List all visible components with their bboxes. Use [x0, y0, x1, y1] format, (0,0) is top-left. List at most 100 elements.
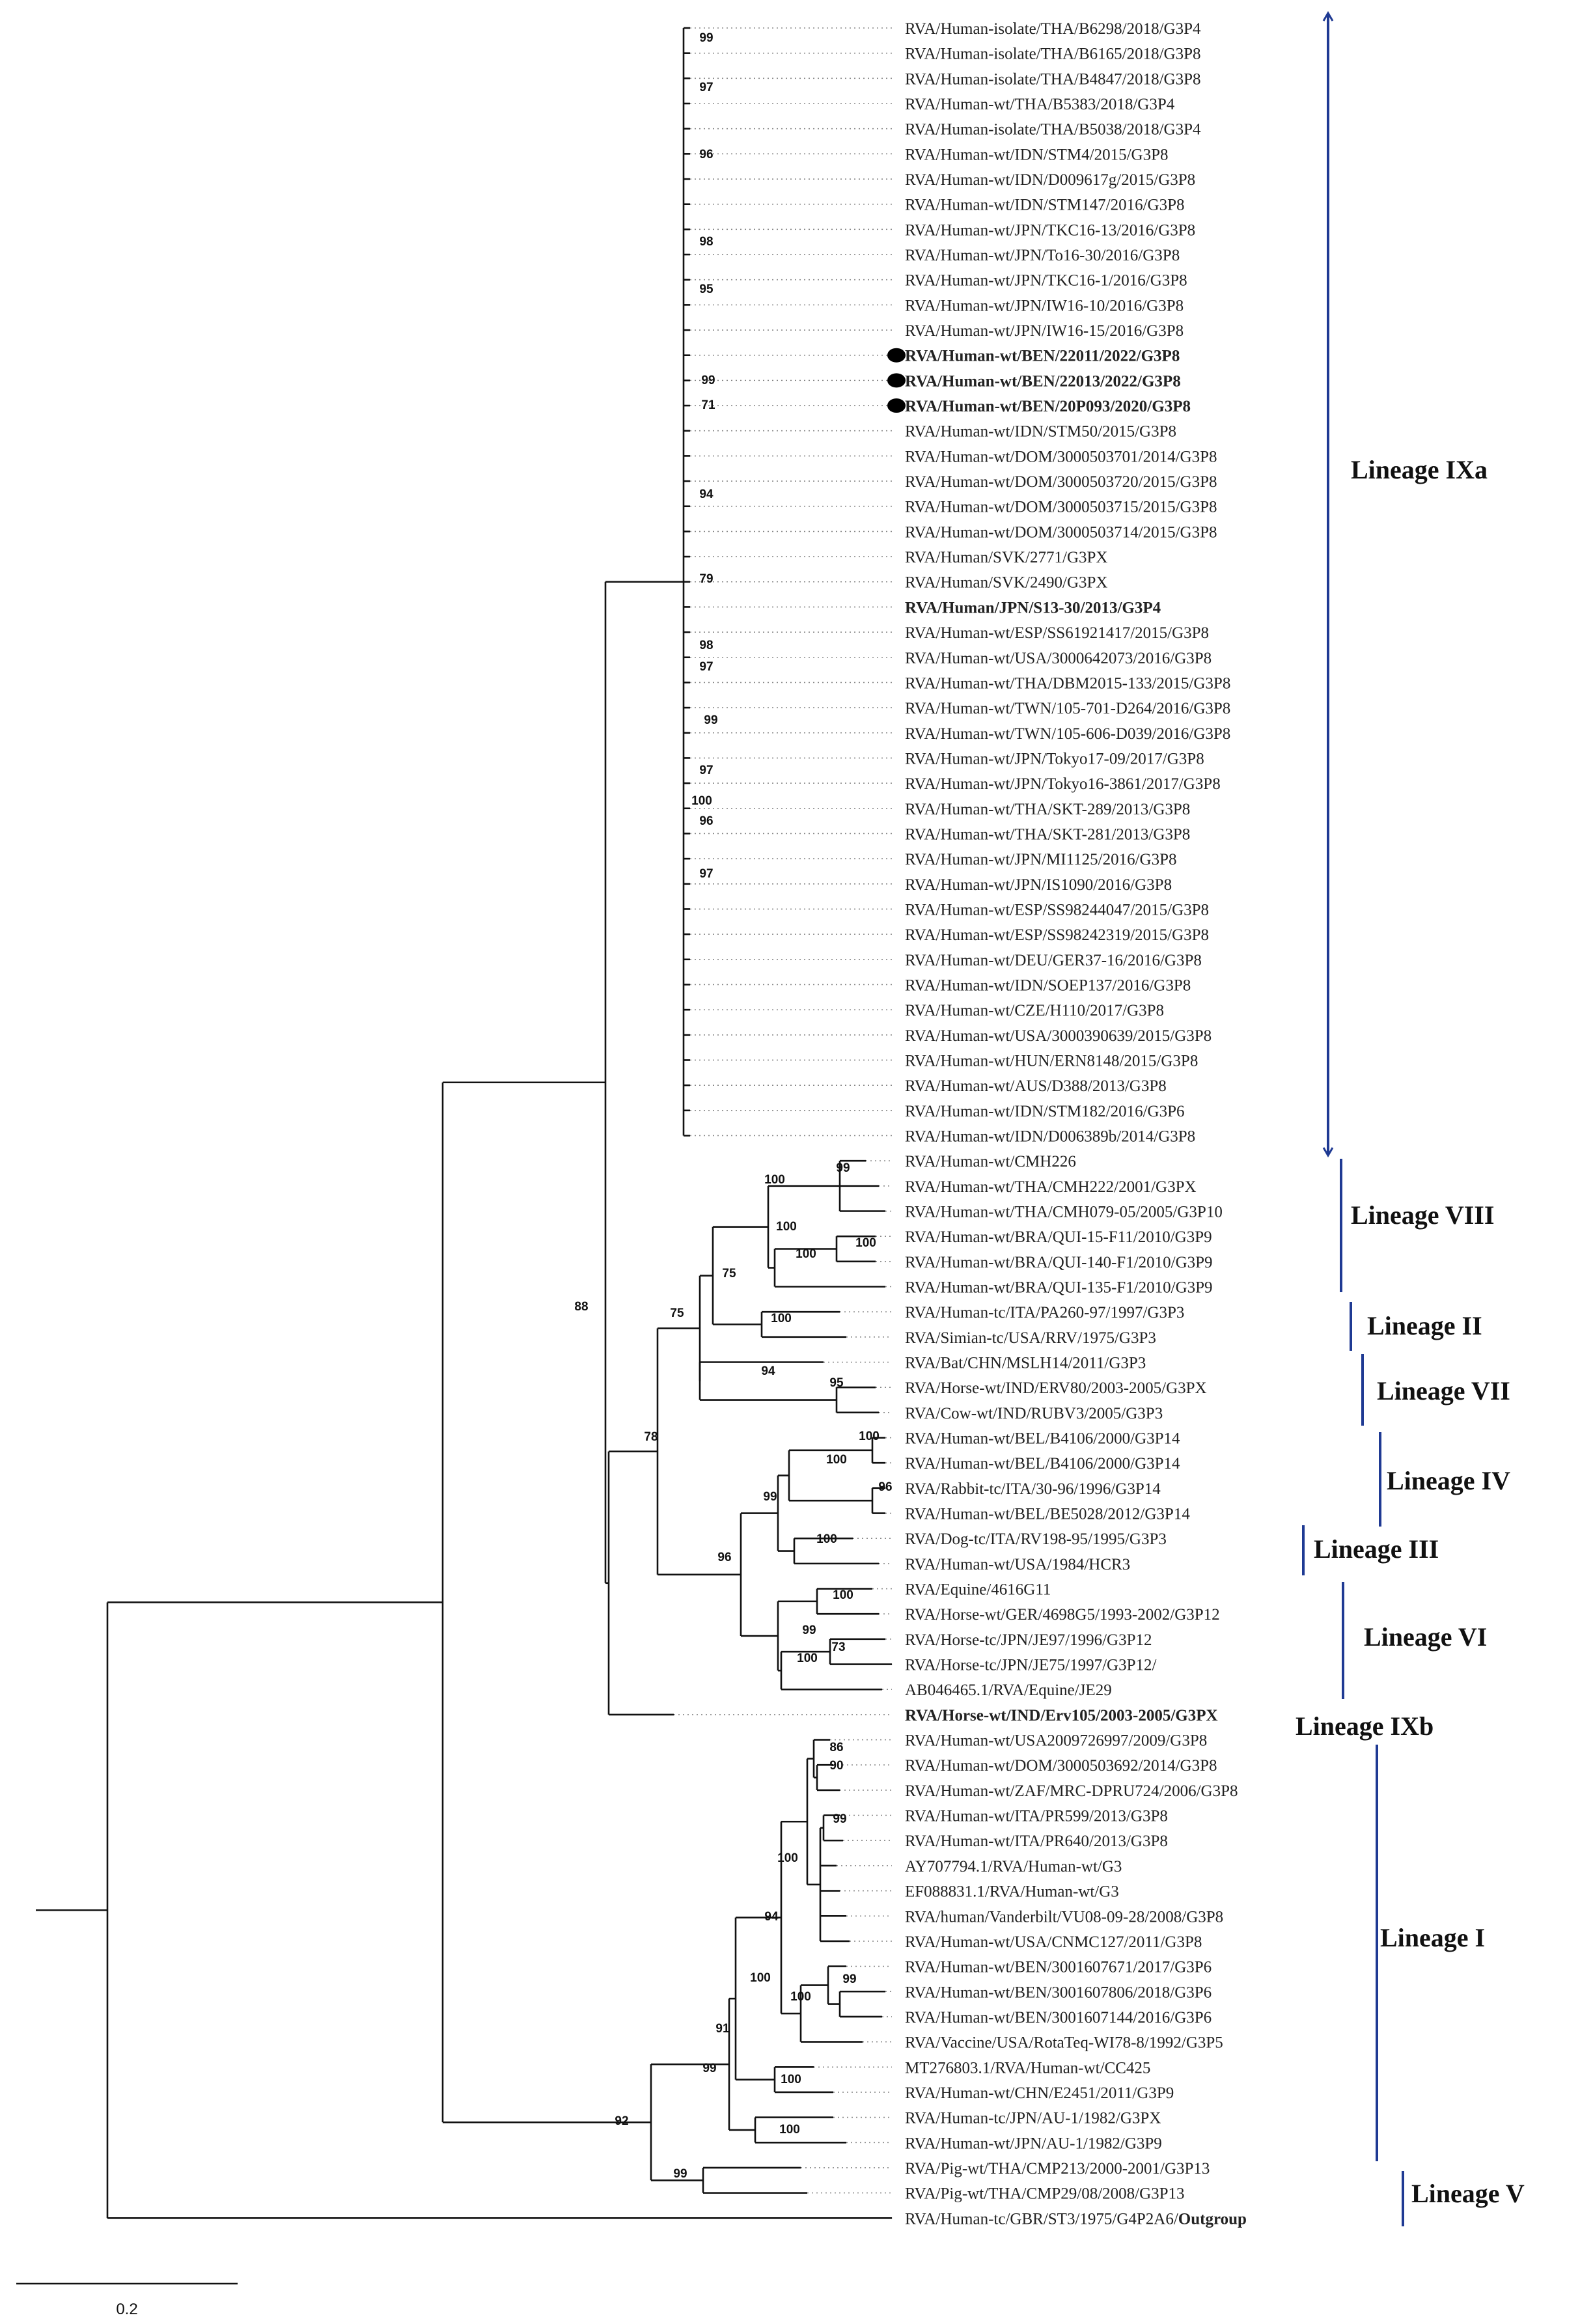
- taxon-label: RVA/Rabbit-tc/ITA/30-96/1996/G3P14: [905, 1480, 1161, 1498]
- taxon-label: RVA/Human-wt/CMH226: [905, 1153, 1076, 1170]
- taxon-label: RVA/Human-wt/BRA/QUI-15-F11/2010/G3P9: [905, 1228, 1212, 1246]
- bootstrap-value: 100: [797, 1652, 818, 1665]
- bootstrap-value: 99: [673, 2167, 687, 2181]
- taxon-label: RVA/Human-wt/JPN/IS1090/2016/G3P8: [905, 876, 1172, 894]
- taxon-label: RVA/Human-wt/TWN/105-606-D039/2016/G3P8: [905, 725, 1230, 743]
- taxon-label: RVA/Human-wt/DOM/3000503720/2015/G3P8: [905, 473, 1217, 491]
- taxon-label: RVA/Human-wt/ESP/SS98244047/2015/G3P8: [905, 901, 1209, 919]
- lineage-label: Lineage VII: [1377, 1376, 1510, 1405]
- taxon-label: RVA/Human-wt/HUN/ERN8148/2015/G3P8: [905, 1052, 1198, 1070]
- highlight-marker: [887, 348, 906, 363]
- bootstrap-value: 100: [816, 1532, 837, 1546]
- taxon-label: RVA/Human-wt/THA/DBM2015-133/2015/G3P8: [905, 674, 1230, 692]
- taxon-label: RVA/Human-wt/IDN/STM4/2015/G3P8: [905, 146, 1169, 163]
- scale-bar-label: 0.2: [116, 2301, 137, 2318]
- taxon-label: RVA/Human-tc/GBR/ST3/1975/G4P2A6/Outgrou…: [905, 2210, 1247, 2228]
- taxon-label: RVA/Human-isolate/THA/B6165/2018/G3P8: [905, 46, 1200, 63]
- bootstrap-value: 100: [790, 1990, 811, 2004]
- bootstrap-value: 75: [670, 1307, 684, 1320]
- bootstrap-value: 86: [829, 1741, 843, 1754]
- taxon-label: RVA/Pig-wt/THA/CMP29/08/2008/G3P13: [905, 2185, 1185, 2203]
- bootstrap-value: 73: [831, 1640, 845, 1654]
- taxon-label: EF088831.1/RVA/Human-wt/G3: [905, 1883, 1119, 1901]
- taxon-label: RVA/Human-wt/JPN/MI1125/2016/G3P8: [905, 851, 1176, 868]
- bootstrap-value: 99: [833, 1812, 846, 1826]
- lineage-label: Lineage I: [1380, 1923, 1485, 1952]
- bootstrap-value: 100: [796, 1247, 816, 1261]
- bootstrap-value: 100: [776, 1220, 797, 1234]
- bootstrap-value: 97: [699, 660, 713, 674]
- bootstrap-value: 97: [699, 867, 713, 881]
- taxon-label: RVA/Human-wt/BEN/22013/2022/G3P8: [905, 372, 1181, 390]
- taxon-label: AB046465.1/RVA/Equine/JE29: [905, 1681, 1112, 1699]
- taxon-label: RVA/Human-wt/USA/3000390639/2015/G3P8: [905, 1027, 1212, 1045]
- bootstrap-value: 99: [842, 1972, 856, 1986]
- bootstrap-value: 98: [699, 639, 713, 652]
- taxon-label: RVA/Human-wt/IDN/D006389b/2014/G3P8: [905, 1127, 1195, 1145]
- taxon-label: RVA/Human-isolate/THA/B6298/2018/G3P4: [905, 20, 1201, 38]
- lineage-label: Lineage VIII: [1351, 1200, 1494, 1230]
- taxon-label: RVA/Human-wt/IDN/SOEP137/2016/G3P8: [905, 976, 1191, 994]
- taxon-label: RVA/Human-wt/ITA/PR640/2013/G3P8: [905, 1833, 1168, 1850]
- taxon-label: RVA/Human/SVK/2771/G3PX: [905, 549, 1107, 566]
- taxon-label: RVA/Human-wt/CZE/H110/2017/G3P8: [905, 1002, 1164, 1019]
- bootstrap-value: 91: [715, 2022, 730, 2036]
- bootstrap-value: 95: [699, 283, 714, 296]
- taxon-label: RVA/Human-wt/IDN/STM147/2016/G3P8: [905, 197, 1185, 214]
- taxon-label: RVA/Human-wt/JPN/AU-1/1982/G3P9: [905, 2135, 1162, 2152]
- bootstrap-value: 100: [750, 1971, 771, 1985]
- bootstrap-value: 96: [717, 1551, 731, 1564]
- bootstrap-value: 100: [771, 1312, 792, 1325]
- bootstrap-value: 71: [701, 398, 715, 412]
- bootstrap-value: 96: [699, 148, 713, 161]
- tree-branches: [36, 27, 892, 2219]
- taxon-label: RVA/Human-wt/TWN/105-701-D264/2016/G3P8: [905, 700, 1230, 717]
- taxon-label: RVA/Horse-wt/GER/4698G5/1993-2002/G3P12: [905, 1606, 1220, 1624]
- taxon-label: RVA/Human-wt/IDN/STM50/2015/G3P8: [905, 423, 1176, 441]
- taxon-label: RVA/Human-wt/ZAF/MRC-DPRU724/2006/G3P8: [905, 1782, 1238, 1800]
- taxon-label: RVA/Pig-wt/THA/CMP213/2000-2001/G3P13: [905, 2160, 1210, 2178]
- taxon-label: RVA/Cow-wt/IND/RUBV3/2005/G3P3: [905, 1405, 1163, 1422]
- bootstrap-value: 97: [699, 764, 713, 777]
- bootstrap-value: 95: [829, 1376, 844, 1390]
- bootstrap-value: 100: [764, 1173, 785, 1187]
- taxon-label: RVA/Human-wt/JPN/Tokyo16-3861/2017/G3P8: [905, 775, 1221, 793]
- bootstrap-value: 100: [691, 794, 712, 808]
- taxon-label: RVA/Horse-tc/JPN/JE97/1996/G3P12: [905, 1631, 1152, 1649]
- taxon-label: RVA/Horse-tc/JPN/JE75/1997/G3P12/: [905, 1657, 1157, 1674]
- bootstrap-value: 97: [699, 81, 713, 94]
- bootstrap-value: 99: [704, 713, 717, 727]
- taxon-label: RVA/Human-wt/THA/SKT-289/2013/G3P8: [905, 801, 1190, 818]
- taxon-label: RVA/Human-wt/USA/1984/HCR3: [905, 1556, 1130, 1573]
- lineage-label: Lineage IV: [1387, 1466, 1510, 1495]
- bootstrap-value: 100: [777, 1851, 798, 1865]
- bootstrap-value: 90: [829, 1759, 843, 1773]
- taxon-label: RVA/Human-wt/IDN/STM182/2016/G3P6: [905, 1103, 1185, 1120]
- bootstrap-value: 100: [779, 2123, 800, 2137]
- bootstrap-value: 88: [574, 1300, 588, 1314]
- taxon-label: RVA/Human-wt/BEN/3001607144/2016/G3P6: [905, 2009, 1212, 2027]
- bootstrap-value: 96: [699, 814, 713, 828]
- taxon-label: RVA/Human-wt/BRA/QUI-135-F1/2010/G3P9: [905, 1279, 1213, 1297]
- taxon-label: RVA/Human-wt/BEL/B4106/2000/G3P14: [905, 1430, 1180, 1448]
- bootstrap-value: 78: [644, 1430, 658, 1444]
- taxon-label: RVA/Human-wt/BEN/22011/2022/G3P8: [905, 348, 1180, 365]
- taxon-label: RVA/Human-wt/THA/CMH079-05/2005/G3P10: [905, 1203, 1223, 1221]
- bootstrap-value: 94: [764, 1910, 779, 1924]
- taxon-label: RVA/Human/JPN/S13-30/2013/G3P4: [905, 599, 1161, 616]
- taxon-label: MT276803.1/RVA/Human-wt/CC425: [905, 2059, 1150, 2077]
- highlight-marker: [887, 373, 906, 388]
- outgroup-suffix: Outgroup: [1178, 2210, 1247, 2228]
- taxon-label: RVA/Human-tc/ITA/PA260-97/1997/G3P3: [905, 1304, 1184, 1321]
- taxon-label: RVA/Human-wt/BEN/3001607671/2017/G3P6: [905, 1959, 1212, 1976]
- lineage-label: Lineage VI: [1364, 1622, 1487, 1652]
- bootstrap-values: 9997969895997194799897999710096978875100…: [574, 31, 892, 2181]
- lineage-label: Lineage IXb: [1296, 1711, 1434, 1741]
- taxon-label: RVA/Human/SVK/2490/G3PX: [905, 574, 1107, 592]
- taxon-label: RVA/Horse-wt/IND/ERV80/2003-2005/G3PX: [905, 1379, 1207, 1397]
- bootstrap-value: 98: [699, 235, 713, 249]
- bootstrap-value: 96: [878, 1480, 892, 1494]
- taxon-label: RVA/Human-wt/JPN/TKC16-13/2016/G3P8: [905, 221, 1195, 239]
- taxon-label: RVA/Human-wt/JPN/IW16-15/2016/G3P8: [905, 322, 1184, 340]
